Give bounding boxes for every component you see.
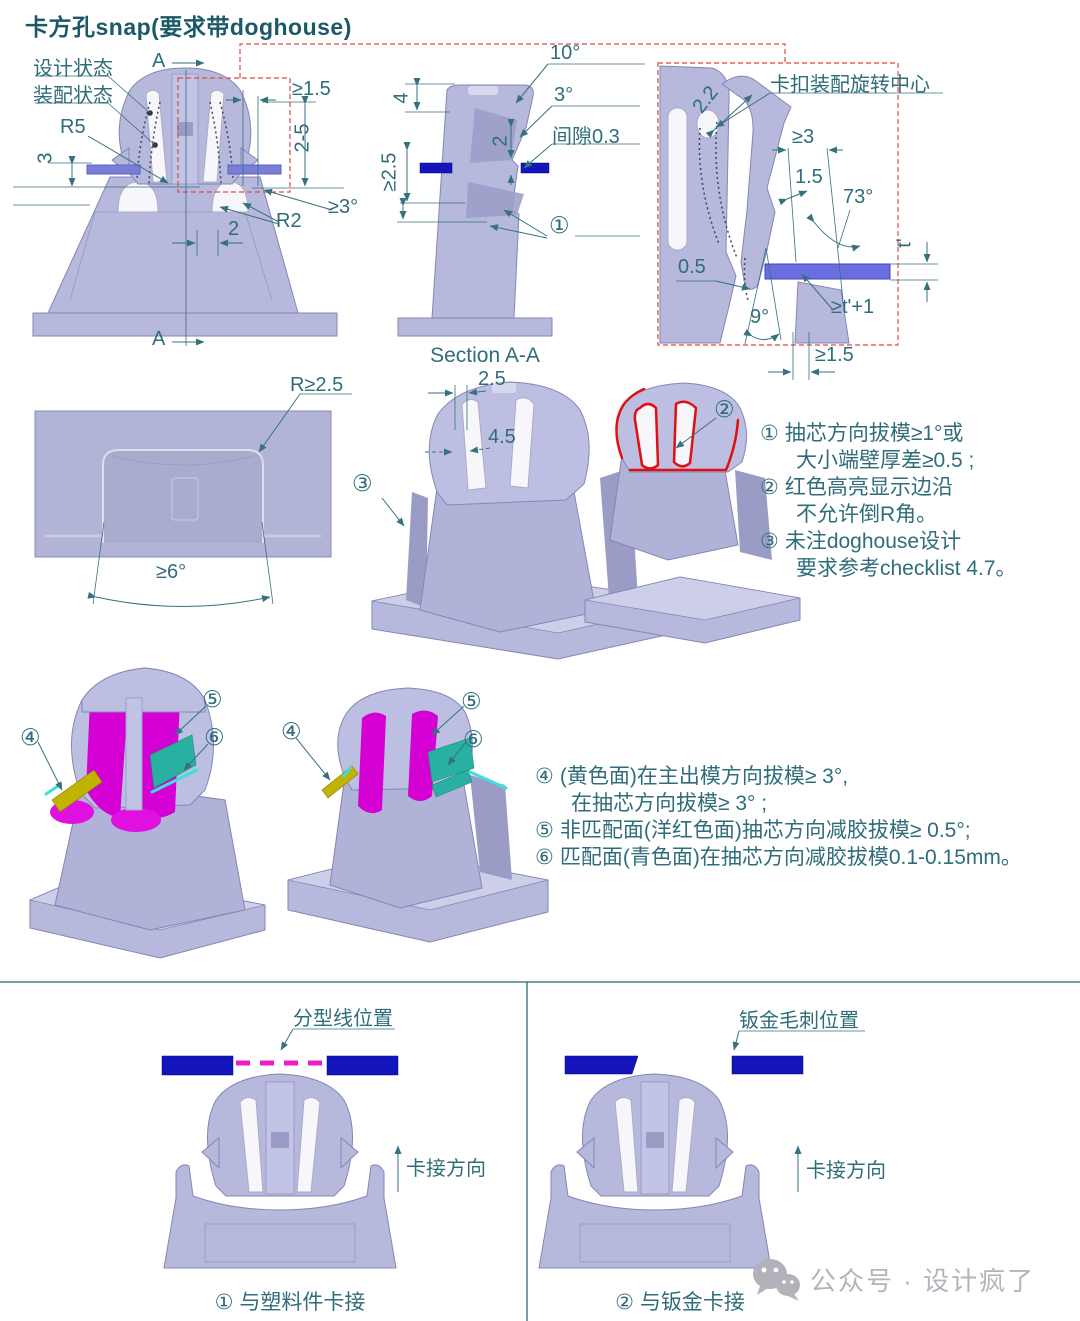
dim-ge6deg: ≥6° <box>156 561 187 583</box>
sheetmetal-plate-left <box>564 1055 639 1075</box>
watermark: 公众号 · 设计疯了 <box>750 1256 1035 1302</box>
note-text: 抽芯方向拔模≥1°或 <box>784 422 964 445</box>
note-num: ③ <box>760 530 779 553</box>
fig-section-aa <box>397 63 645 337</box>
fig-assembly-front <box>13 43 786 346</box>
note-num: ⑤ <box>535 819 554 842</box>
dim-1-5: 1.5 <box>795 166 823 188</box>
callout-5: ⑤ <box>461 688 482 714</box>
fig-draft-left <box>28 667 266 959</box>
dim-ge1-5: ≥1.5 <box>292 78 331 100</box>
section-mark-top: A <box>152 50 166 72</box>
dim-4-5-iso: 4.5 <box>488 426 516 448</box>
dim-2-5: 2-5 <box>291 123 314 153</box>
callout-1: ① <box>549 212 570 238</box>
callout-5: ⑤ <box>202 686 223 712</box>
caption-sheetmetal: ② 与钣金卡接 <box>615 1291 745 1314</box>
note-text: 匹配面(青色面)在抽芯方向减胶拔模0.1-0.15mm。 <box>559 846 1022 869</box>
dim-0-5: 0.5 <box>678 256 706 278</box>
plastic-plate-left <box>161 1055 234 1076</box>
note-text: 非匹配面(洋红色面)抽芯方向减胶拔模≥ 0.5°; <box>559 819 971 842</box>
section-caption: Section A-A <box>430 344 540 367</box>
dim-t-prime: t' <box>893 238 916 248</box>
callout-6: ⑥ <box>463 726 484 752</box>
dim-r2: R2 <box>276 210 302 232</box>
caption-plastic: ① 与塑料件卡接 <box>214 1291 366 1314</box>
plastic-plate-right <box>326 1055 399 1076</box>
sheet-plate <box>764 263 891 280</box>
note-text: 要求参考checklist 4.7。 <box>796 557 1017 580</box>
note-text: 红色高亮显示边沿 <box>784 476 953 499</box>
fig-snap-sheetmetal <box>538 1030 865 1269</box>
note-num: ② <box>760 476 779 499</box>
dim-ge2-5: ≥2.5 <box>378 152 401 192</box>
snap-front-view <box>163 1073 397 1269</box>
fig-iso-red-edges <box>584 382 801 644</box>
dim-3deg: 3° <box>554 84 574 106</box>
callout-3: ③ <box>352 470 373 496</box>
dim-r5: R5 <box>60 116 86 138</box>
note-text: 未注doghouse设计 <box>784 530 962 553</box>
plate-left <box>419 162 453 174</box>
dim-9deg: 9° <box>750 306 770 328</box>
detail-box <box>177 77 291 193</box>
burr-position-label: 钣金毛刺位置 <box>739 1010 859 1032</box>
dim-ge-t1: ≥t'+1 <box>831 296 875 318</box>
dim-ge3: ≥3 <box>792 126 815 148</box>
note-text: (黄色面)在主出模方向拔模≥ 3°, <box>559 765 849 788</box>
note-text: 不允许倒R角。 <box>796 503 938 526</box>
callout-6: ⑥ <box>204 724 225 750</box>
snap-direction-label: 卡接方向 <box>406 1158 486 1180</box>
watermark-text: 公众号 · 设计疯了 <box>810 1265 1036 1296</box>
callout-4: ④ <box>20 724 41 750</box>
design-state-label: 设计状态 <box>33 58 113 80</box>
dim-3: 3 <box>34 152 57 164</box>
page-title: 卡方孔snap(要求带doghouse) <box>25 14 352 40</box>
gap-label: 间隙0.3 <box>552 126 620 148</box>
fig-draft-right <box>287 687 549 943</box>
fig-rotation-detail <box>657 62 943 380</box>
snap-front-view <box>538 1073 772 1269</box>
fig-doghouse-bottom <box>34 393 352 607</box>
dim-2-5-iso: 2.5 <box>478 368 506 390</box>
note-num: ④ <box>535 765 554 788</box>
snap-direction-label: 卡接方向 <box>806 1160 886 1182</box>
dim-10deg: 10° <box>550 42 581 64</box>
note-text: 大小端壁厚差≥0.5 ; <box>796 449 975 472</box>
note-num: ⑥ <box>535 846 554 869</box>
dim-4: 4 <box>390 92 413 104</box>
dim-2: 2 <box>228 218 240 240</box>
dim-ge3deg: ≥3° <box>328 196 359 218</box>
dim-2-inner: 2 <box>489 135 512 147</box>
mating-plate-left <box>86 164 141 175</box>
rotation-center-label: 卡扣装配旋转中心 <box>770 74 930 96</box>
parting-line-label: 分型线位置 <box>293 1008 393 1030</box>
note-text: 在抽芯方向拔模≥ 3° ; <box>571 792 768 815</box>
section-mark-bottom: A <box>152 328 166 350</box>
dim-ge1-5-bottom: ≥1.5 <box>815 344 854 366</box>
dim-rge2-5: R≥2.5 <box>290 374 344 396</box>
plate-right <box>520 162 550 174</box>
dim-73deg: 73° <box>843 186 874 208</box>
fig-snap-plastic <box>161 1028 402 1269</box>
assembly-state-label: 装配状态 <box>33 85 113 107</box>
callout-4: ④ <box>281 718 302 744</box>
sheetmetal-plate-right <box>731 1055 804 1075</box>
callout-2: ② <box>714 396 735 422</box>
detail-box <box>657 62 899 346</box>
wechat-icon <box>753 1259 800 1301</box>
mating-plate-right <box>227 164 282 175</box>
note-num: ① <box>760 422 779 445</box>
